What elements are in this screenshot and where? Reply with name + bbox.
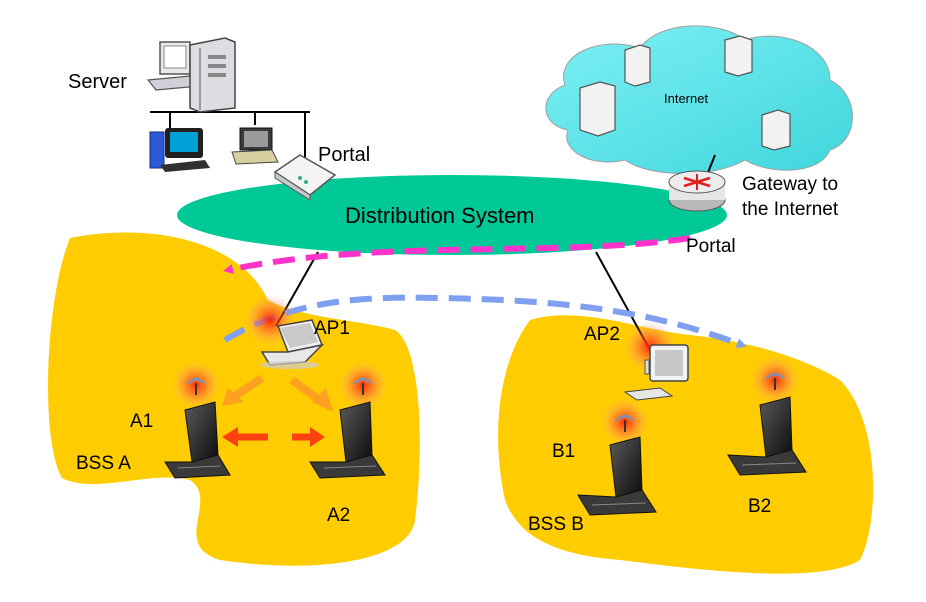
internet-label: Internet [664, 91, 709, 106]
bss-a-label: BSS A [76, 453, 131, 474]
a1-a2-arrow [222, 427, 325, 447]
gateway-label-line1: Gateway to [742, 174, 839, 195]
b2-label: B2 [748, 496, 772, 517]
portal-device-icon [273, 154, 337, 201]
portal-top-label: Portal [318, 144, 371, 166]
ap1-label: AP1 [314, 318, 350, 339]
roaming-arrow-blue [223, 294, 747, 348]
ap2-label: AP2 [584, 324, 620, 345]
station-laptop-a1 [164, 401, 231, 479]
a1-label: A1 [130, 411, 154, 432]
a2-label: A2 [327, 505, 351, 526]
distribution-system-label: Distribution System [345, 203, 535, 228]
router-icon [668, 170, 726, 212]
internet-server-icons [579, 35, 791, 151]
portal-arrow-magenta [223, 235, 691, 274]
station-laptop-b1 [577, 436, 657, 516]
wireless-wave-icons [186, 372, 785, 432]
ap1-to-stations-arrows [222, 374, 333, 412]
server-label: Server [68, 71, 127, 93]
ap2-computer-icon [623, 344, 689, 401]
ap1-laptop-icon [260, 319, 325, 369]
desktop-computer-icon [149, 128, 210, 172]
distribution-system-ellipse [177, 175, 727, 255]
station-laptop-b2 [727, 396, 807, 476]
b1-label: B1 [552, 441, 576, 462]
bss-b-label: BSS B [528, 514, 584, 535]
server-icon [146, 37, 236, 113]
gateway-label-line2: the Internet [742, 199, 839, 220]
portal-right-label: Portal [686, 236, 736, 257]
laptop-icon [231, 127, 279, 165]
station-laptop-a2 [309, 401, 386, 479]
